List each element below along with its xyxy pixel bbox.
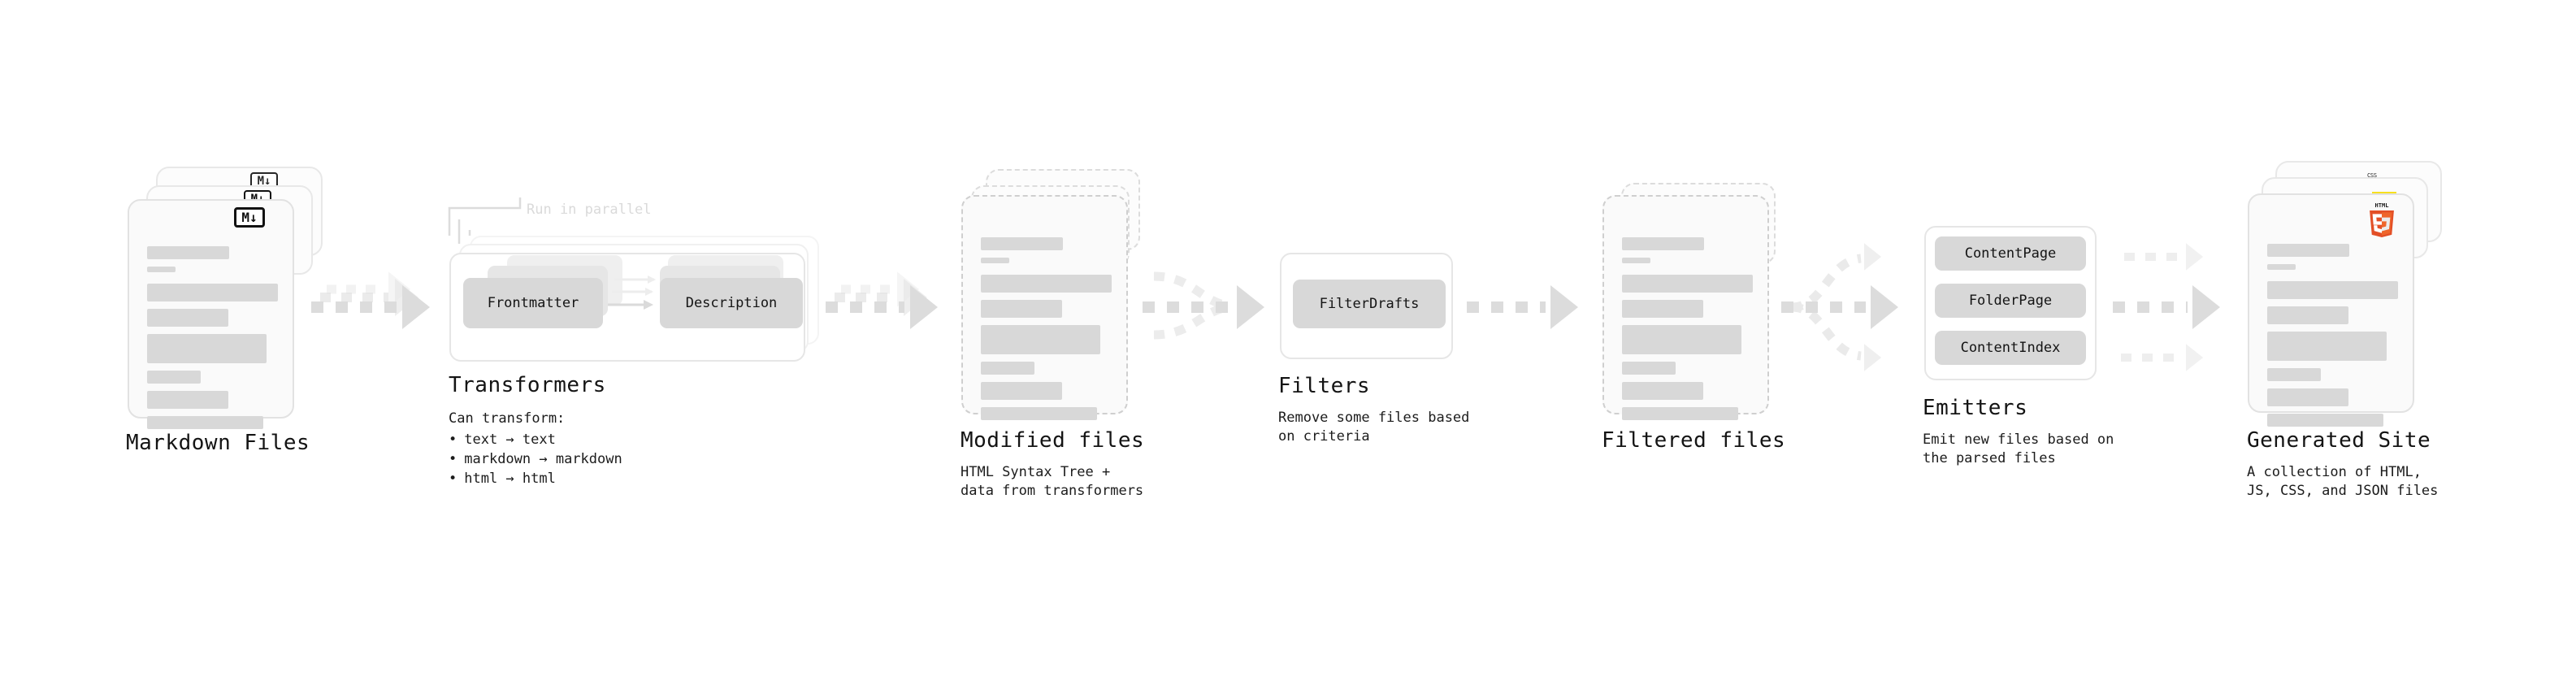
stage-label-filtered-files: Filtered files <box>1602 428 1786 453</box>
arrow-modified-to-filters <box>1143 271 1264 340</box>
run-in-parallel-annotation: Run in parallel <box>527 202 652 218</box>
transformers-bullet: text → text <box>449 430 622 449</box>
modified-file-card-front <box>961 195 1128 420</box>
html5-icon: HTML <box>2370 202 2394 237</box>
arrow-filtered-to-emitters <box>1781 243 1898 371</box>
emitter-node-folderpage[interactable]: FolderPage <box>1935 284 2086 318</box>
stage-label-generated-site: Generated Site <box>2247 428 2431 453</box>
transformers-bullet-list: text → text markdown → markdown html → h… <box>449 430 622 488</box>
svg-text:HTML: HTML <box>2374 202 2388 209</box>
markdown-icon: M↓ <box>234 207 265 228</box>
emitter-node-contentpage[interactable]: ContentPage <box>1935 236 2086 271</box>
arrow-transformers-to-modified <box>826 271 938 329</box>
arrow-markdown-to-transformers <box>311 271 430 329</box>
filter-node-filterdrafts[interactable]: FilterDrafts <box>1293 280 1446 328</box>
emitters-description: Emit new files based on the parsed files <box>1923 432 2114 466</box>
transformers-description: Can transform: text → text markdown → ma… <box>449 409 622 488</box>
stage-label-markdown-files: Markdown Files <box>126 431 310 455</box>
stage-label-emitters: Emitters <box>1923 396 2028 420</box>
transformer-node-frontmatter[interactable]: Frontmatter <box>463 278 603 328</box>
stage-label-transformers: Transformers <box>449 373 606 397</box>
filtered-file-card-front <box>1602 195 1769 420</box>
markdown-file-card-front <box>128 199 294 429</box>
transformers-bullet: markdown → markdown <box>449 449 622 469</box>
placeholder-lines <box>981 237 1112 427</box>
emitter-node-contentindex[interactable]: ContentIndex <box>1935 331 2086 365</box>
css-icon-label: CSS <box>2367 172 2377 179</box>
placeholder-lines <box>2267 244 2398 434</box>
modified-files-description: HTML Syntax Tree + data from transformer… <box>961 464 1144 499</box>
transformers-bullet: html → html <box>449 469 622 488</box>
transformers-desc-heading: Can transform: <box>449 410 566 427</box>
generated-site-description: A collection of HTML, JS, CSS, and JSON … <box>2247 464 2439 499</box>
stage-label-modified-files: Modified files <box>961 428 1145 453</box>
stage-label-filters: Filters <box>1278 374 1371 398</box>
arrow-filters-to-filtered <box>1467 285 1578 329</box>
filters-description: Remove some files based on criteria <box>1278 410 1470 445</box>
arrow-emitters-to-site <box>2113 243 2220 371</box>
transformer-node-description[interactable]: Description <box>660 278 803 328</box>
placeholder-lines <box>147 246 278 436</box>
placeholder-lines <box>1622 237 1753 427</box>
